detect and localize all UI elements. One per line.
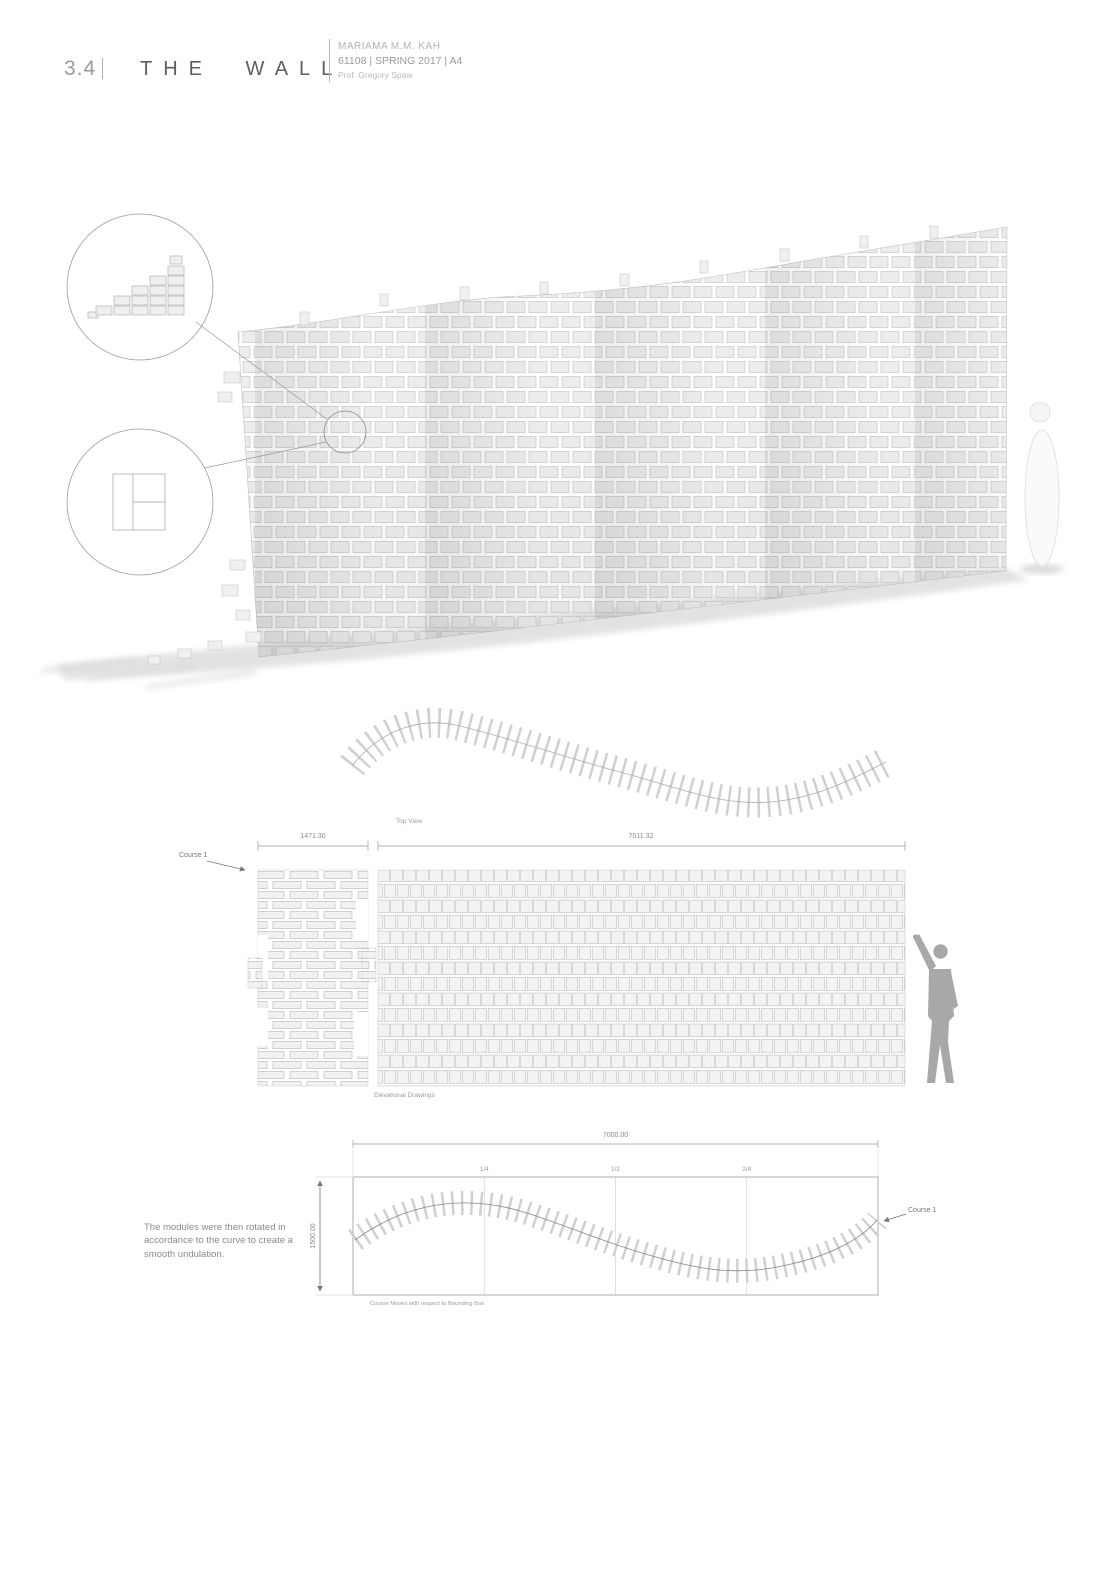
section-number: 3.4: [64, 57, 104, 81]
wall-top-blocks: [299, 225, 939, 326]
quarter-label-2: 1/2: [611, 1166, 620, 1173]
dim-label-height: 1500.00: [310, 1223, 317, 1248]
course-centerline: [354, 1202, 878, 1272]
course-modules: [347, 1190, 887, 1283]
course1-label-elevation: Course 1: [179, 852, 208, 859]
divider-bar: [102, 58, 104, 79]
top-view-modules: [340, 707, 893, 818]
title-block: MARIAMA M.M. KAH 61108 | SPRING 2017 | A…: [329, 39, 462, 82]
dim-label-width: 7000.00: [603, 1132, 628, 1139]
scale-object: [1020, 401, 1064, 574]
top-view-centerline: [351, 722, 887, 803]
human-figure: [912, 934, 958, 1083]
description-text: The modules were then rotated in accorda…: [144, 1222, 293, 1260]
elevation-dimension-lines: [257, 841, 906, 851]
diagram-left-dimension: [314, 1176, 352, 1296]
bounding-box-diagram: 7000.00 1500.00 1/4 1/2 2/4 Course: [310, 1132, 937, 1307]
wall-undulation-shading: [238, 227, 1007, 657]
diagram-caption: Course Moves with respect to Bounding Bo…: [370, 1301, 484, 1307]
top-view-caption: Top View: [396, 818, 423, 825]
dim-label-front: 7011.32: [629, 833, 654, 840]
elevation-front-wall: [377, 869, 906, 1087]
course1-arrow-elevation: [206, 860, 246, 872]
quarter-label-3: 2/4: [742, 1166, 751, 1173]
elevation-caption: Elevational Drawings: [374, 1092, 435, 1099]
course1-arrow-diagram: [883, 1213, 907, 1223]
professor-name: Prof. Gregory Spaw: [338, 70, 413, 80]
elevation-drawings: 1471.30 7011.32 Course 1: [179, 833, 958, 1099]
callout-circle-stack: [66, 213, 214, 361]
course-info: 61108 | SPRING 2017 | A4: [338, 55, 463, 67]
quarter-label-1: 1/4: [480, 1166, 489, 1173]
course1-label-diagram: Course 1: [908, 1207, 937, 1214]
top-view-drawing: Top View: [340, 707, 893, 825]
dim-label-side: 1471.30: [300, 833, 325, 840]
elevation-side-tower: [247, 869, 377, 1087]
wall-3d-render: [38, 213, 1064, 690]
leader-line-module: [204, 441, 327, 469]
leader-line-stack: [195, 321, 329, 421]
section-number-text: 3.4: [64, 57, 97, 80]
wall-crumble-blocks: [147, 371, 262, 665]
module-stack-icon: [87, 255, 185, 319]
diagram-top-dimension: [352, 1140, 879, 1176]
wall-detail-marker: [323, 410, 367, 454]
page-title: THE WALL: [140, 58, 344, 80]
student-name: MARIAMA M.M. KAH: [338, 41, 441, 52]
scattered-shadows: [38, 656, 260, 690]
module-diagram-icon: [112, 473, 166, 531]
callout-circle-module: [66, 428, 214, 576]
